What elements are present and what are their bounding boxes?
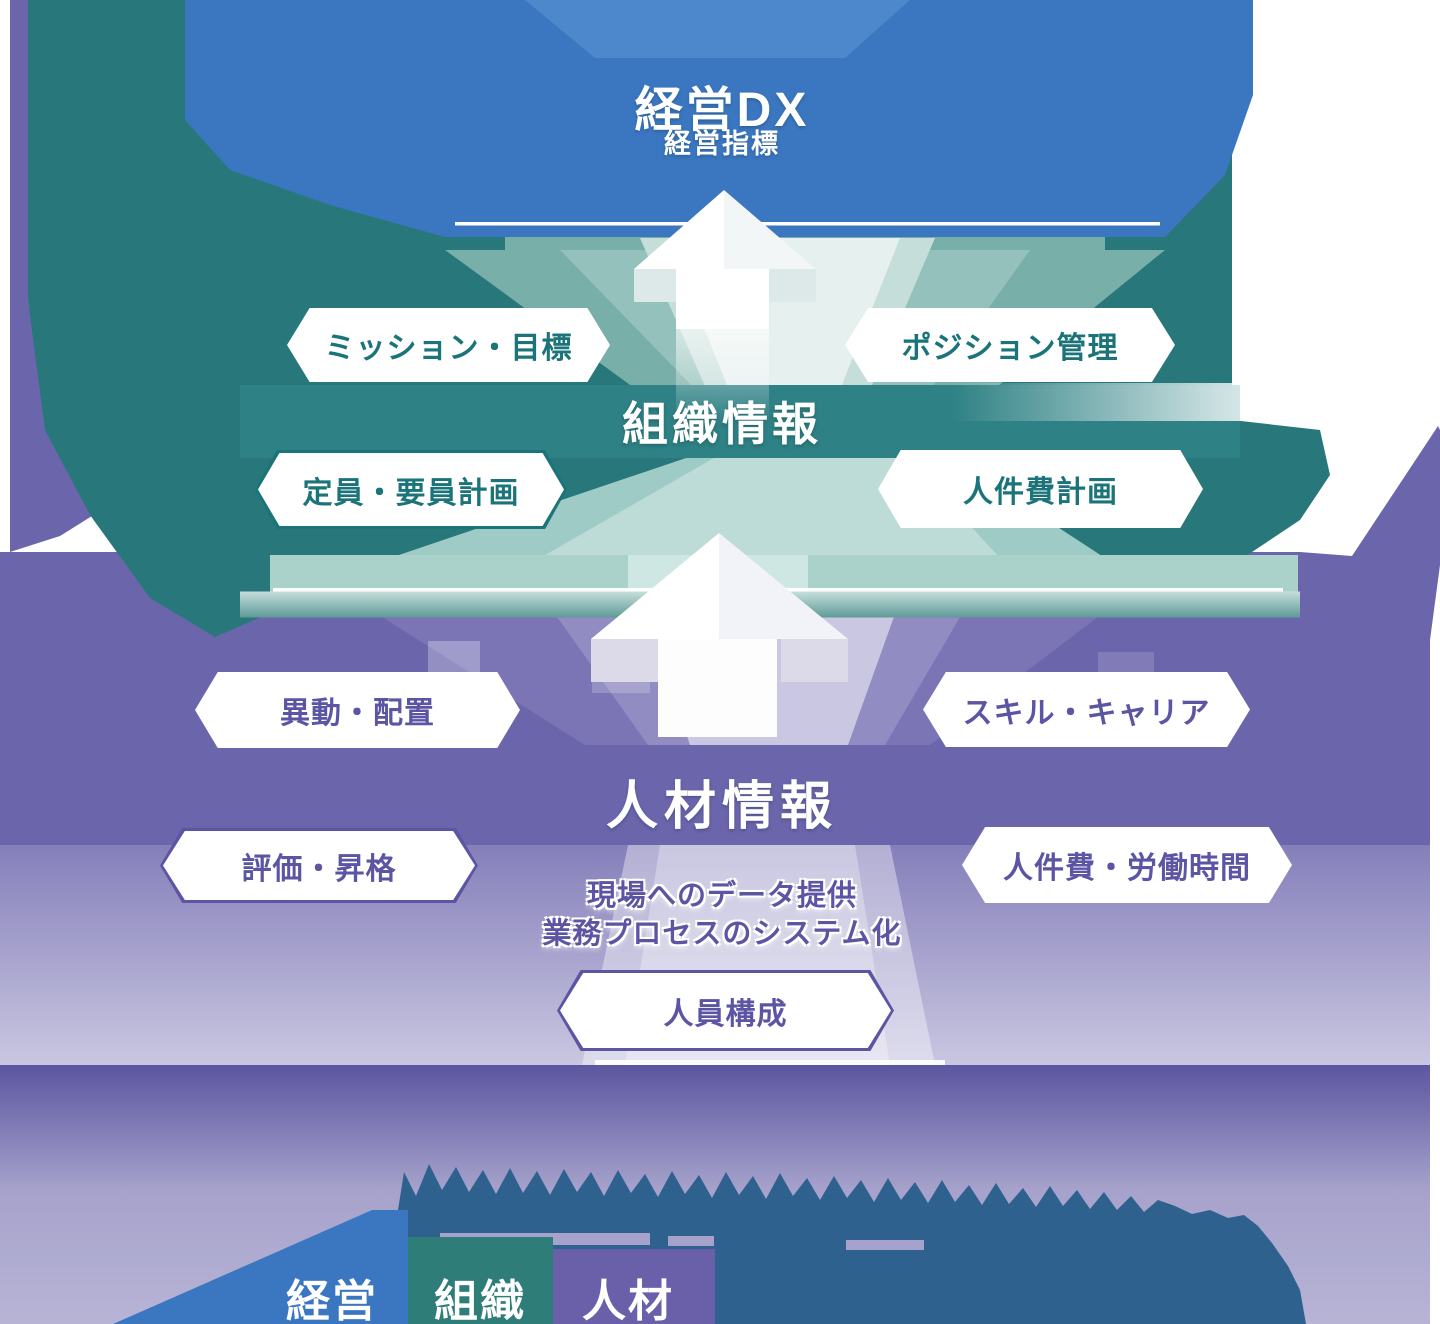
legend-tab-talent xyxy=(553,1249,715,1324)
legend-label-management: 経営 xyxy=(286,1277,378,1324)
tag-mission-goal: ミッション・目標 xyxy=(287,308,610,382)
management-blob xyxy=(185,0,1253,237)
tag-label: ポジション管理 xyxy=(901,332,1119,365)
tag-labor-cost-plan: 人件費計画 xyxy=(878,450,1203,528)
tag-personnel-composition: 人員構成 xyxy=(557,970,894,1051)
tag-skill-career: スキル・キャリア xyxy=(923,672,1250,747)
side-highlight-streak xyxy=(950,383,1440,421)
organization-band-title: 組織情報 xyxy=(622,398,822,450)
tag-label: 評価・昇格 xyxy=(241,852,397,886)
hexagon-shape xyxy=(878,450,1203,528)
tag-staffing-plan: 定員・要員計画 xyxy=(255,450,567,529)
arrow-talent-to-organization xyxy=(591,533,848,737)
hexagon-shape xyxy=(962,827,1292,903)
tag-label: 異動・配置 xyxy=(280,697,435,730)
tag-labor-cost-hours: 人件費・労働時間 xyxy=(962,827,1292,903)
management-divider-line xyxy=(455,222,1160,226)
tag-label: 人員構成 xyxy=(663,997,788,1031)
tag-label: スキル・キャリア xyxy=(962,696,1211,730)
hexagon-shape xyxy=(923,672,1250,747)
tag-label: 定員・要員計画 xyxy=(302,476,520,510)
talent-band-title: 人材情報 xyxy=(605,778,838,836)
arrow-organization-to-management xyxy=(634,190,816,424)
tag-label: 人件費計画 xyxy=(963,476,1118,509)
management-layer xyxy=(185,0,1253,237)
hexagon-inner xyxy=(163,831,475,900)
tag-label: ミッション・目標 xyxy=(324,332,573,365)
legend-tabs xyxy=(113,1210,715,1324)
management-title: 経営DX xyxy=(634,84,810,137)
talent-platform-reflection xyxy=(0,1065,1430,1190)
talent-note-line1: 現場へのデータ提供 xyxy=(586,880,857,912)
legend-label-organization: 組織 xyxy=(434,1277,526,1324)
hexagon-shape xyxy=(195,672,520,748)
tag-label: 人件費・労働時間 xyxy=(1003,852,1251,885)
tag-position-management: ポジション管理 xyxy=(845,308,1175,382)
legend-tab-management xyxy=(113,1210,408,1324)
management-top-glow xyxy=(525,0,910,58)
talent-left-funnel xyxy=(10,0,92,552)
tag-transfer-placement: 異動・配置 xyxy=(195,672,520,748)
hexagon-inner xyxy=(258,453,564,526)
hexagon-inner xyxy=(560,973,891,1048)
hexagon-shape xyxy=(287,308,610,382)
legend-tab-organization xyxy=(408,1237,553,1324)
tag-evaluation-promotion: 評価・昇格 xyxy=(160,828,478,903)
talent-note-line2: 業務プロセスのシステム化 xyxy=(542,918,902,950)
management-subtitle: 経営指標 xyxy=(664,129,780,159)
legend-label-talent: 人材 xyxy=(582,1277,674,1324)
hexagon-shape xyxy=(845,308,1175,382)
